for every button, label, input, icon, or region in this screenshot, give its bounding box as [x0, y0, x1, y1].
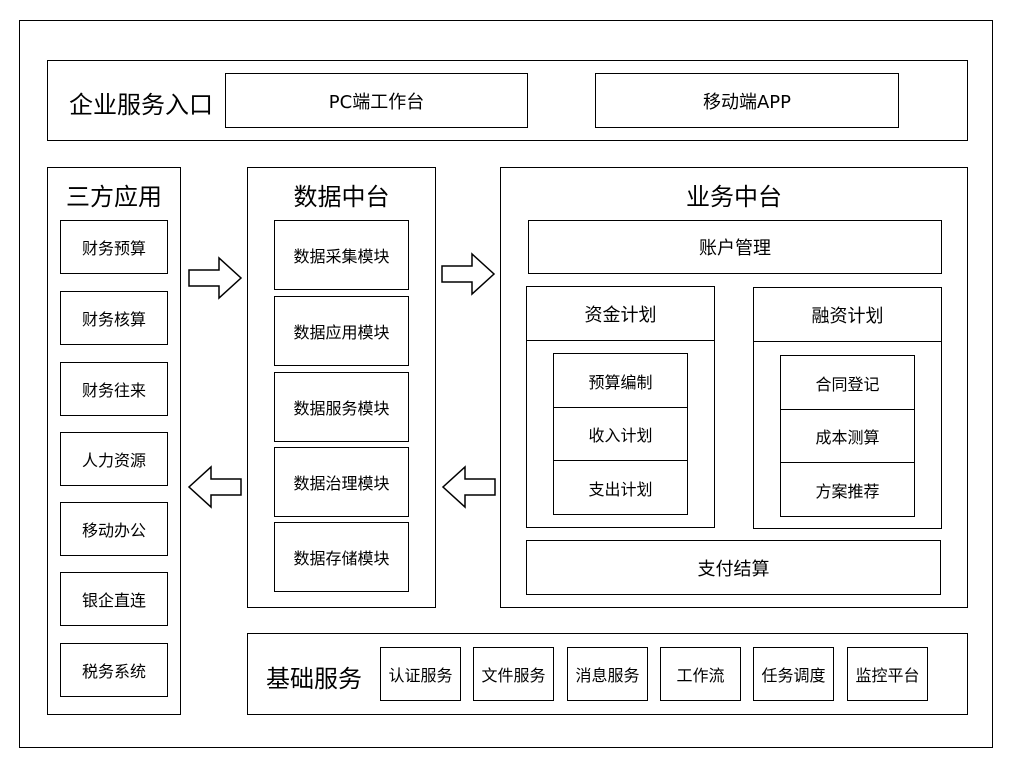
third-party-item[interactable]: 移动办公: [60, 502, 168, 556]
base-service-item[interactable]: 任务调度: [753, 647, 834, 701]
data-module[interactable]: 数据服务模块: [274, 372, 409, 442]
left-arrow-icon: [187, 465, 242, 509]
third-party-item[interactable]: 财务核算: [60, 291, 168, 345]
third-party-item[interactable]: 银企直连: [60, 572, 168, 626]
base-services-title: 基础服务: [266, 665, 362, 693]
account-management-box[interactable]: 账户管理: [528, 220, 942, 274]
base-service-item[interactable]: 工作流: [660, 647, 741, 701]
fund-plan-header[interactable]: 资金计划: [526, 286, 715, 341]
data-module[interactable]: 数据应用模块: [274, 296, 409, 366]
fund-plan-item[interactable]: 预算编制: [553, 353, 688, 408]
data-module[interactable]: 数据治理模块: [274, 447, 409, 517]
data-module[interactable]: 数据存储模块: [274, 522, 409, 592]
right-arrow-icon: [441, 252, 496, 296]
finance-plan-item[interactable]: 合同登记: [780, 355, 915, 410]
left-arrow-icon: [441, 465, 496, 509]
data-module[interactable]: 数据采集模块: [274, 220, 409, 290]
third-party-item[interactable]: 人力资源: [60, 432, 168, 486]
third-party-item[interactable]: 财务预算: [60, 220, 168, 274]
base-service-item[interactable]: 认证服务: [380, 647, 461, 701]
business-platform-title: 业务中台: [686, 183, 782, 211]
payment-settlement-box[interactable]: 支付结算: [526, 540, 941, 595]
fund-plan-item[interactable]: 支出计划: [553, 460, 688, 515]
base-service-item[interactable]: 监控平台: [847, 647, 928, 701]
mobile-app-box[interactable]: 移动端APP: [595, 73, 899, 128]
third-party-item[interactable]: 财务往来: [60, 362, 168, 416]
right-arrow-icon: [188, 256, 243, 300]
fund-plan-item[interactable]: 收入计划: [553, 407, 688, 461]
pc-workbench-box[interactable]: PC端工作台: [225, 73, 528, 128]
base-service-item[interactable]: 消息服务: [567, 647, 648, 701]
finance-plan-item[interactable]: 成本测算: [780, 409, 915, 463]
data-platform-title: 数据中台: [293, 183, 390, 211]
base-service-item[interactable]: 文件服务: [473, 647, 554, 701]
finance-plan-item[interactable]: 方案推荐: [780, 462, 915, 517]
third-party-item[interactable]: 税务系统: [60, 643, 168, 697]
finance-plan-header[interactable]: 融资计划: [753, 287, 942, 342]
third-party-title: 三方应用: [66, 183, 162, 211]
entry-title: 企业服务入口: [69, 91, 213, 119]
